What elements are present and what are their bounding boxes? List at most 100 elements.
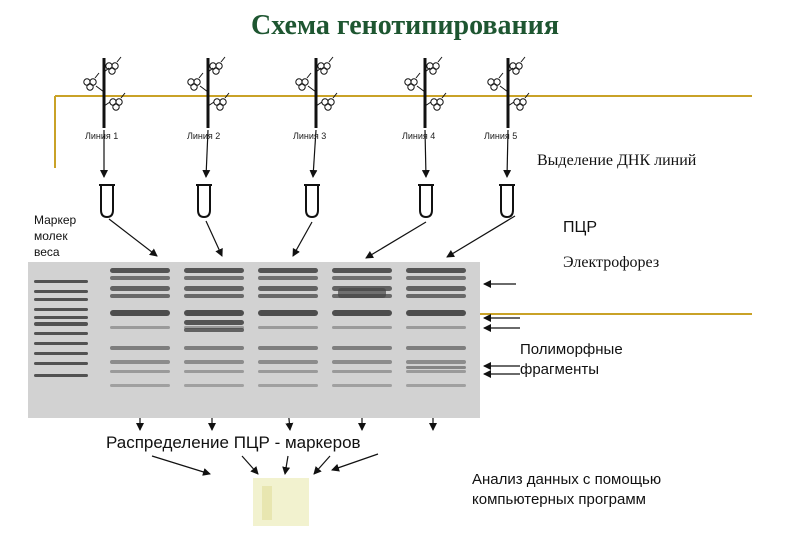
marker-band <box>34 316 88 319</box>
plant-icon <box>84 57 125 128</box>
gel-band <box>332 268 392 273</box>
marker-band <box>34 280 88 283</box>
plant-icon <box>488 57 529 128</box>
line-label-1: Линия 1 <box>85 131 118 141</box>
polymorphic-line1: Полиморфные <box>520 340 623 360</box>
gel-band <box>110 310 170 316</box>
gel-band <box>406 360 466 364</box>
gel-band <box>406 310 466 316</box>
electrophoresis-label: Электрофорез <box>563 254 659 272</box>
dna-extraction-label: Выделение ДНК линий <box>537 152 696 170</box>
pcr-block-inner <box>262 486 272 520</box>
plant-icon <box>296 57 337 128</box>
analysis-line2: компьютерных программ <box>472 490 661 510</box>
gel-band <box>406 268 466 273</box>
plant-lines <box>84 57 529 128</box>
gel-band <box>184 370 244 373</box>
gel-band <box>184 346 244 350</box>
test-tube-icon <box>304 185 320 217</box>
arrow-icon <box>152 456 210 474</box>
gel-band <box>332 370 392 373</box>
gel-band <box>258 294 318 298</box>
line-label-3: Линия 3 <box>293 131 326 141</box>
gel-band <box>338 288 386 298</box>
gel-band <box>258 384 318 387</box>
gel-band <box>332 384 392 387</box>
arrow-icon <box>242 456 258 474</box>
gel-band <box>406 294 466 298</box>
gel-band <box>258 268 318 273</box>
marker-label-line2: молек <box>34 228 76 244</box>
marker-band <box>34 290 88 293</box>
arrow-icon <box>332 454 378 470</box>
line-label-5: Линия 5 <box>484 131 517 141</box>
gel-band <box>110 294 170 298</box>
test-tubes <box>99 185 515 217</box>
gel-band <box>184 360 244 364</box>
gel-band <box>406 384 466 387</box>
marker-band <box>34 322 88 326</box>
arrow-icon <box>314 456 330 474</box>
gel-band <box>332 326 392 329</box>
arrow-icon <box>285 456 288 474</box>
gel-band <box>406 346 466 350</box>
marker-band <box>34 308 88 311</box>
test-tube-icon <box>99 185 115 217</box>
marker-label-line3: веса <box>34 244 76 260</box>
gel-band <box>406 370 466 373</box>
gel-band <box>110 370 170 373</box>
marker-band <box>34 332 88 335</box>
arrow-icon <box>366 222 426 258</box>
gel-band <box>184 268 244 273</box>
gel-band <box>406 276 466 280</box>
gel-band <box>110 276 170 280</box>
gel-band <box>258 360 318 364</box>
marker-band <box>34 352 88 355</box>
plant-icon <box>405 57 446 128</box>
gel-band <box>258 346 318 350</box>
marker-weight-label: Маркер молек веса <box>34 212 76 260</box>
marker-band <box>34 362 88 365</box>
plant-icon <box>188 57 229 128</box>
arrow-icon <box>109 219 157 256</box>
test-tube-icon <box>418 185 434 217</box>
line-label-2: Линия 2 <box>187 131 220 141</box>
gel-band <box>332 360 392 364</box>
electrophoresis-gel <box>28 262 480 418</box>
test-tube-icon <box>499 185 515 217</box>
arrow-icon <box>206 221 222 256</box>
gel-band <box>258 370 318 373</box>
polymorphic-fragments-label: Полиморфные фрагменты <box>520 340 623 380</box>
pcr-markers-distribution-label: Распределение ПЦР - маркеров <box>106 433 361 453</box>
gel-band <box>184 294 244 298</box>
marker-band <box>34 298 88 301</box>
gel-band <box>332 310 392 316</box>
gel-band <box>110 268 170 273</box>
gel-band <box>184 286 244 291</box>
gel-band <box>110 384 170 387</box>
gel-band <box>258 286 318 291</box>
gel-band <box>332 276 392 280</box>
gel-band <box>258 326 318 329</box>
gel-band <box>184 320 244 325</box>
gel-band <box>110 346 170 350</box>
gel-band <box>332 346 392 350</box>
gel-band <box>184 384 244 387</box>
gel-band <box>184 310 244 316</box>
arrow-icon <box>447 216 515 257</box>
gel-band <box>406 286 466 291</box>
polymorphic-line2: фрагменты <box>520 360 623 380</box>
pcr-block <box>253 478 309 526</box>
marker-band <box>34 374 88 377</box>
data-analysis-label: Анализ данных с помощью компьютерных про… <box>472 470 661 510</box>
analysis-line1: Анализ данных с помощью <box>472 470 661 490</box>
gel-band <box>110 286 170 291</box>
line-label-4: Линия 4 <box>402 131 435 141</box>
gel-band <box>258 276 318 280</box>
gel-band <box>184 328 244 332</box>
gel-band <box>110 360 170 364</box>
marker-band <box>34 342 88 345</box>
gel-band <box>184 276 244 280</box>
gel-band <box>258 310 318 316</box>
test-tube-icon <box>196 185 212 217</box>
